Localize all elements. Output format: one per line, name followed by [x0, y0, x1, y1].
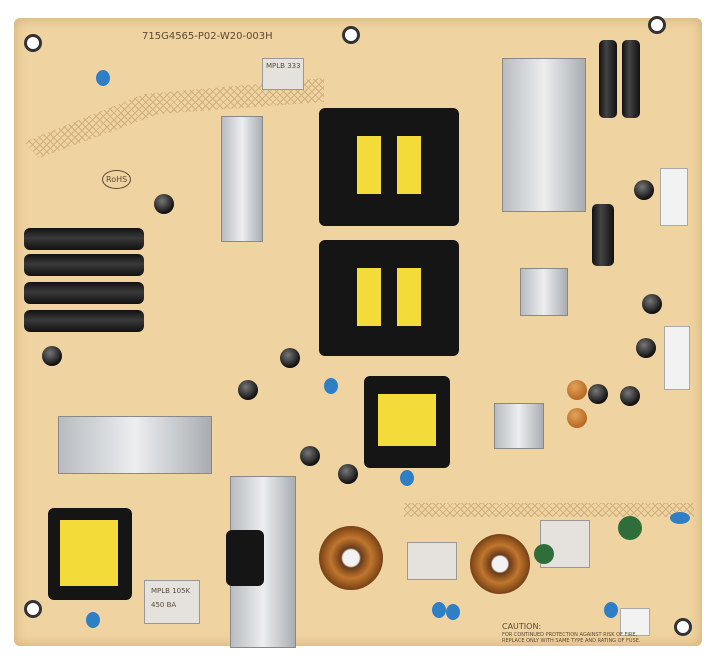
capacitor — [620, 386, 640, 406]
mounting-hole — [674, 618, 692, 636]
capacitor — [338, 464, 358, 484]
caution-text: FOR CONTINUED PROTECTION AGAINST RISK OF… — [502, 632, 638, 638]
electrolytic-capacitor — [24, 282, 144, 304]
capacitor — [634, 180, 654, 200]
caution-title: CAUTION: — [502, 622, 542, 631]
electrolytic-capacitor — [599, 40, 617, 118]
film-cap-label: 450 BA — [151, 601, 177, 609]
film-capacitor: MPLB 333 — [262, 58, 304, 90]
film-capacitor — [407, 542, 457, 580]
capacitor — [567, 408, 587, 428]
heatsink — [520, 268, 568, 316]
electrolytic-capacitor — [24, 310, 144, 332]
transformer — [48, 508, 132, 600]
toroid-inductor — [470, 534, 530, 594]
capacitor — [42, 346, 62, 366]
capacitor — [567, 380, 587, 400]
part-number: 715G4565-P02-W20-003H — [142, 31, 273, 42]
capacitor — [642, 294, 662, 314]
ceramic-capacitor — [670, 512, 690, 524]
capacitor — [588, 384, 608, 404]
ceramic-capacitor — [604, 602, 618, 618]
ceramic-capacitor — [324, 378, 338, 394]
film-cap-label: MPLB 105K — [151, 587, 191, 595]
mounting-hole — [24, 34, 42, 52]
capacitor — [300, 446, 320, 466]
heatsink — [221, 116, 263, 242]
heatsink — [58, 416, 212, 474]
ceramic-capacitor — [96, 70, 110, 86]
capacitor — [280, 348, 300, 368]
varistor — [618, 516, 642, 540]
power-connector — [620, 608, 650, 636]
isolation-mesh — [404, 503, 694, 517]
ceramic-capacitor — [86, 612, 100, 628]
mounting-hole — [342, 26, 360, 44]
toroid-inductor — [319, 526, 383, 590]
isolation-mesh — [24, 78, 324, 158]
electrolytic-capacitor — [24, 228, 144, 250]
electrolytic-capacitor — [622, 40, 640, 118]
electrolytic-capacitor — [592, 204, 614, 266]
capacitor — [238, 380, 258, 400]
bridge-rectifier — [226, 530, 264, 586]
capacitor — [154, 194, 174, 214]
mounting-hole — [648, 16, 666, 34]
transformer — [319, 240, 459, 356]
film-cap-label: MPLB 333 — [266, 62, 301, 70]
ceramic-capacitor — [446, 604, 460, 620]
ceramic-capacitor — [400, 470, 414, 486]
film-capacitor: MPLB 105K 450 BA — [144, 580, 200, 624]
varistor — [534, 544, 554, 564]
connector — [660, 168, 688, 226]
electrolytic-capacitor — [24, 254, 144, 276]
connector — [664, 326, 690, 390]
caution-text: REPLACE ONLY WITH SAME TYPE AND RATING O… — [502, 638, 641, 644]
mounting-hole — [24, 600, 42, 618]
capacitor — [636, 338, 656, 358]
pcb-board: 715G4565-P02-W20-003H RoHS MPLB 105K 450… — [14, 16, 702, 648]
transformer — [319, 108, 459, 226]
ceramic-capacitor — [432, 602, 446, 618]
heatsink — [502, 58, 586, 212]
heatsink — [494, 403, 544, 449]
transformer — [364, 376, 450, 468]
rohs-mark: RoHS — [102, 170, 132, 189]
